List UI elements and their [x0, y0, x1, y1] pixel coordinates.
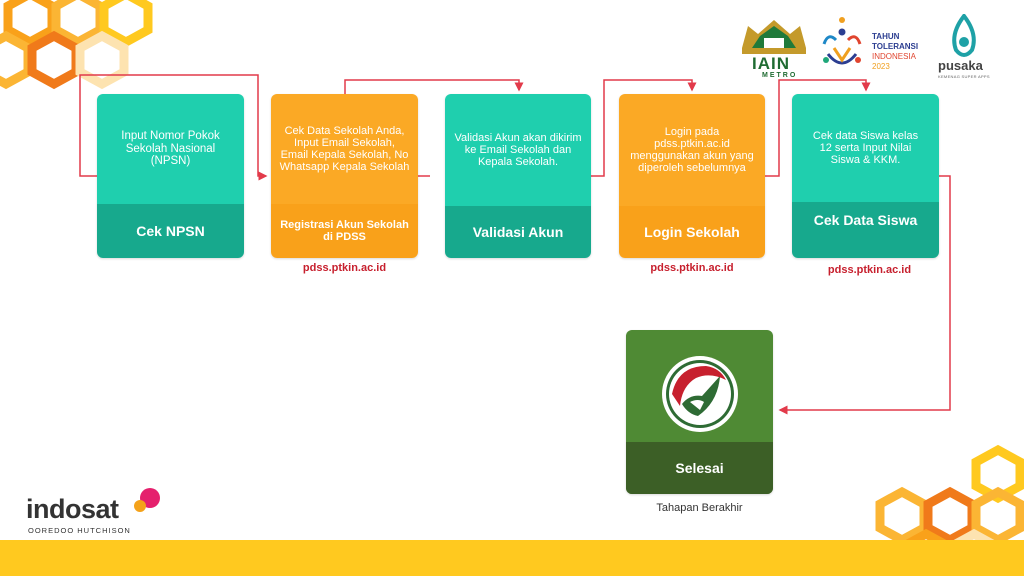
step-description: Cek Data Sekolah Anda, Input Email Sekol…	[271, 94, 418, 204]
step-title: Validasi Akun	[445, 206, 591, 258]
indosat-sub: OOREDOO HUTCHISON	[28, 526, 131, 535]
iain-text: IAIN	[752, 54, 790, 73]
final-card-selesai[interactable]: Selesai	[626, 330, 773, 494]
indosat-logo: indosat OOREDOO HUTCHISON	[26, 486, 176, 536]
step-description: Cek data Siswa kelas 12 serta Input Nila…	[792, 94, 939, 202]
iain-metro-logo: IAIN METRO	[738, 18, 810, 82]
step-card-login[interactable]: Login pada pdss.ptkin.ac.id menggunakan …	[619, 94, 765, 258]
step-card-cek-data-siswa[interactable]: Cek data Siswa kelas 12 serta Input Nila…	[792, 94, 939, 258]
step-title: Cek Data Siswa	[792, 202, 939, 258]
ptkin-emblem-icon	[662, 356, 738, 432]
connector-1-2	[79, 74, 268, 181]
pusaka-logo: pusaka KEMENAG SUPER APPS	[936, 12, 992, 82]
connector-3-4	[591, 79, 697, 177]
pusaka-text: pusaka	[938, 58, 983, 73]
indosat-mark-icon	[134, 488, 160, 512]
tahun-toleransi-logo: TAHUN TOLERANSI INDONESIA 2023	[818, 14, 933, 76]
pusaka-tag: KEMENAG SUPER APPS	[938, 74, 990, 79]
toleransi-line3: INDONESIA	[872, 52, 917, 61]
final-title: Selesai	[626, 442, 773, 494]
toleransi-line1: TAHUN	[872, 32, 900, 41]
pdss-link-cek-data[interactable]: pdss.ptkin.ac.id	[827, 264, 912, 276]
step-title: Login Sekolah	[619, 206, 765, 258]
step-card-cek-npsn[interactable]: Input Nomor Pokok Sekolah Nasional (NPSN…	[97, 94, 244, 258]
step-title: Registrasi Akun Sekolah di PDSS	[271, 204, 418, 258]
indosat-name: indosat	[26, 494, 119, 524]
connector-4-5	[765, 79, 871, 177]
step-description: Validasi Akun akan dikirim ke Email Seko…	[445, 94, 591, 206]
pusaka-emblem-icon	[952, 12, 976, 57]
toleransi-line2: TOLERANSI	[872, 42, 919, 51]
toleransi-line4: 2023	[872, 62, 890, 71]
pdss-link-registrasi[interactable]: pdss.ptkin.ac.id	[302, 262, 387, 274]
connector-5-final	[778, 175, 951, 415]
step-description: Input Nomor Pokok Sekolah Nasional (NPSN…	[97, 94, 244, 204]
connector-2-3b	[344, 79, 524, 94]
hexagon-decoration-top-left	[0, 0, 153, 90]
toleransi-emblem-icon	[822, 17, 862, 65]
final-caption: Tahapan Berakhir	[656, 502, 743, 514]
step-card-validasi[interactable]: Validasi Akun akan dikirim ke Email Seko…	[445, 94, 591, 258]
iain-emblem-icon	[742, 20, 806, 54]
step-card-registrasi[interactable]: Cek Data Sekolah Anda, Input Email Sekol…	[271, 94, 418, 258]
bottom-band	[0, 540, 1024, 576]
step-description: Login pada pdss.ptkin.ac.id menggunakan …	[619, 94, 765, 206]
pdss-link-login[interactable]: pdss.ptkin.ac.id	[650, 262, 734, 274]
step-title: Cek NPSN	[97, 204, 244, 258]
metro-text: METRO	[762, 72, 798, 79]
